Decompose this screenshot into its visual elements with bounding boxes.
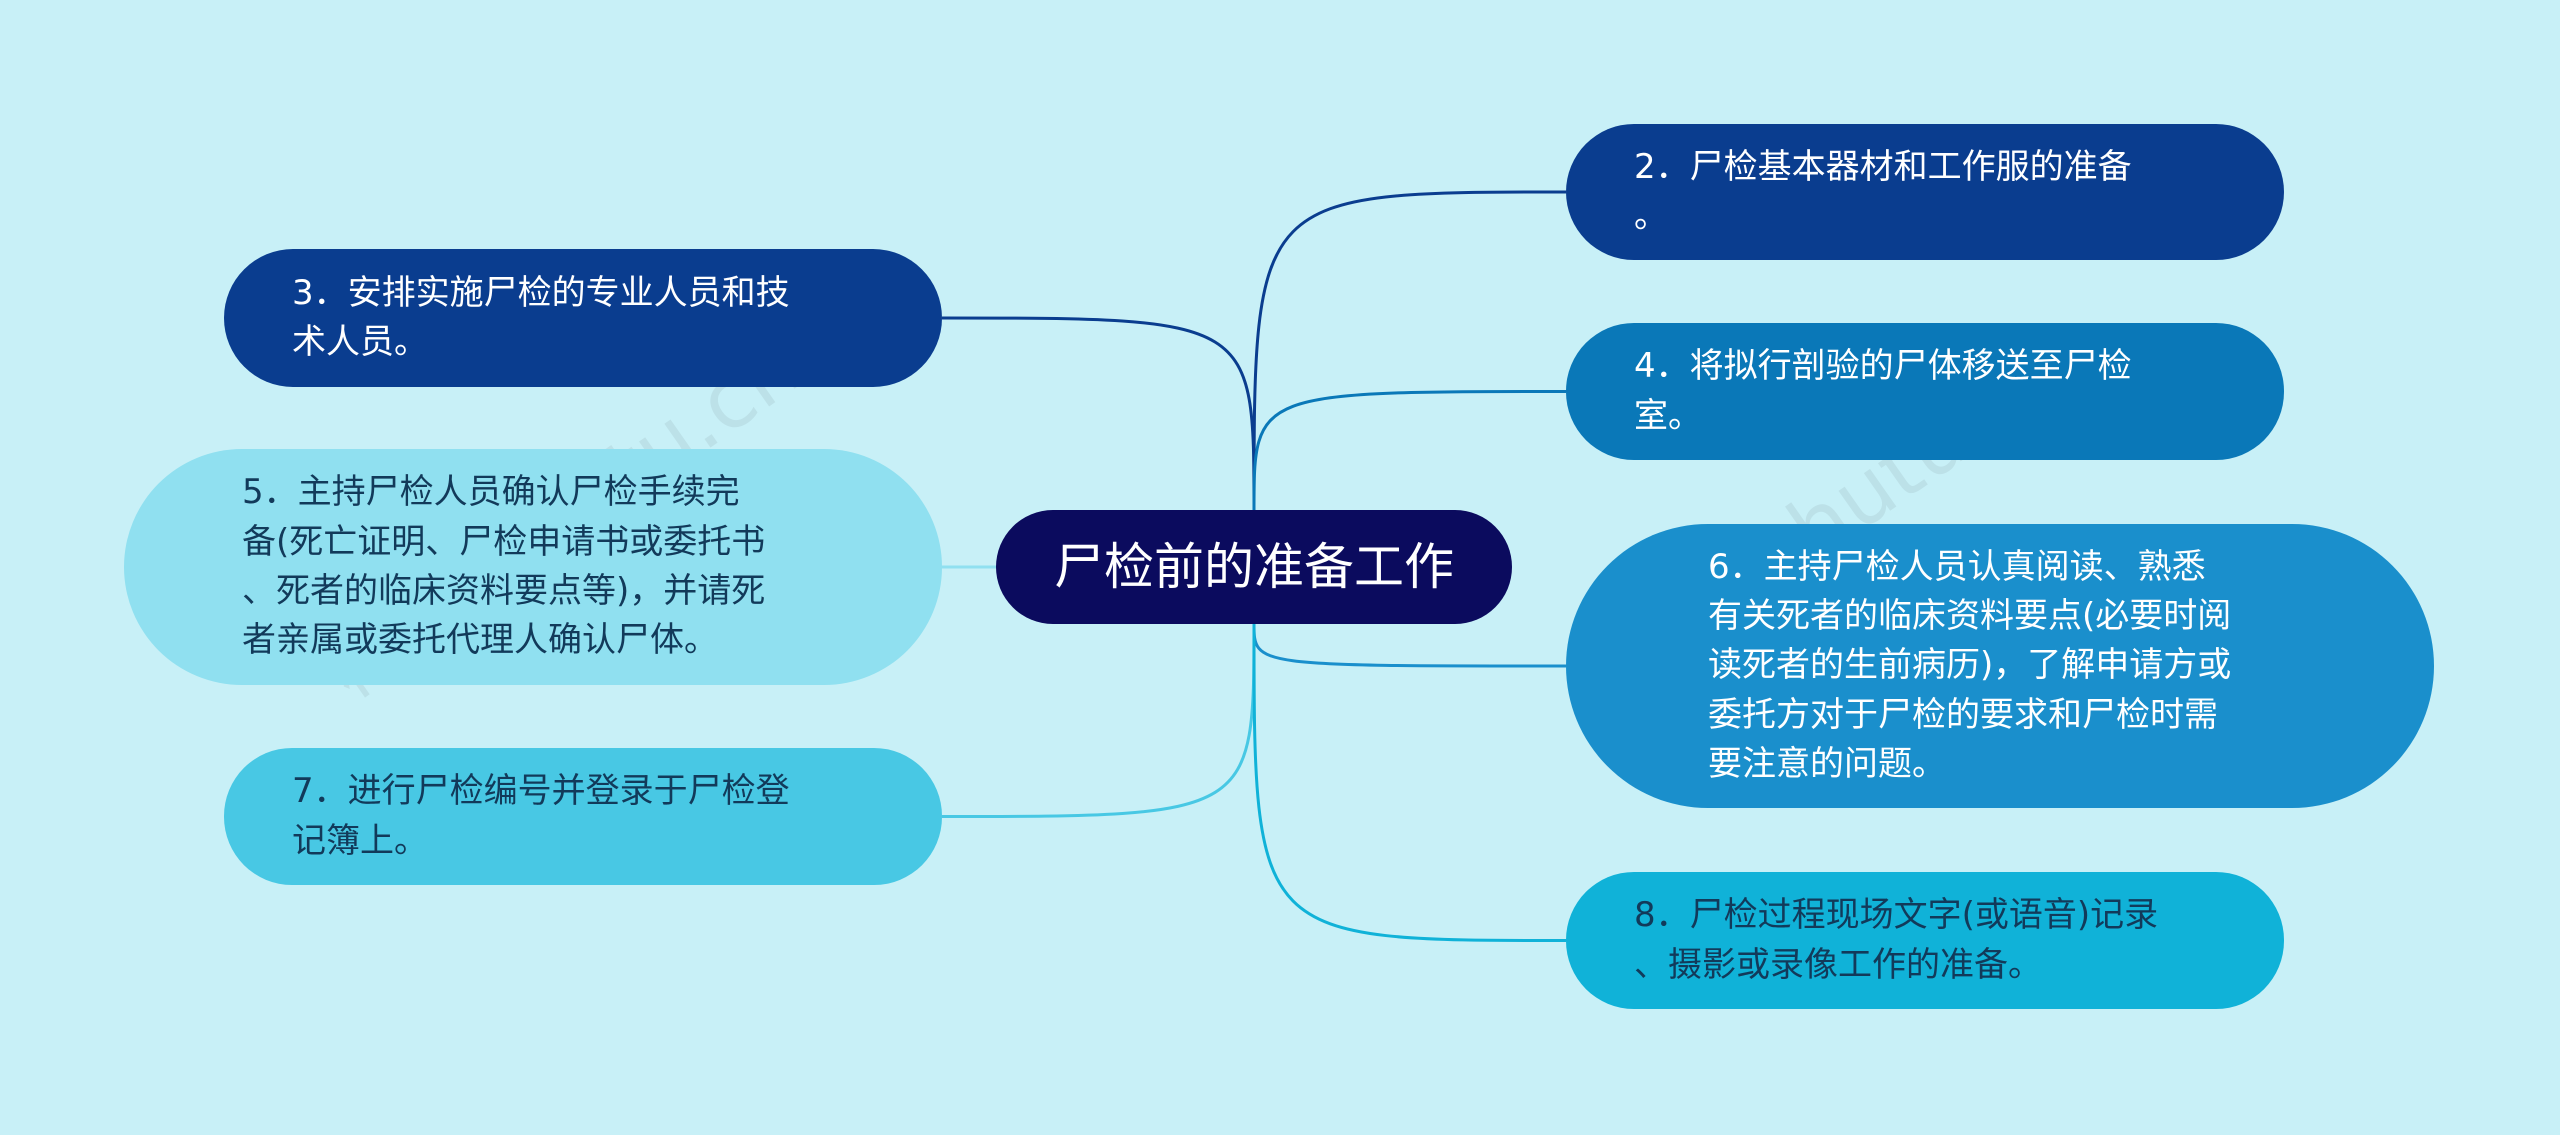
node-2-equipment[interactable]: 2．尸检基本器材和工作服的准备 。 [1566, 124, 2284, 260]
central-topic[interactable]: 尸检前的准备工作 [996, 510, 1512, 624]
node-8-label: 8．尸检过程现场文字(或语音)记录 、摄影或录像工作的准备。 [1634, 895, 2159, 985]
connector-node-4 [1252, 390, 1567, 511]
node-6-review-records[interactable]: 6．主持尸检人员认真阅读、熟悉 有关死者的临床资料要点(必要时阅 读死者的生前病… [1566, 524, 2434, 808]
node-5-confirm-procedures[interactable]: 5．主持尸检人员确认尸检手续完 备(死亡证明、尸检申请书或委托书 、死者的临床资… [124, 449, 942, 685]
node-7-numbering[interactable]: 7．进行尸检编号并登录于尸检登 记簿上。 [224, 748, 942, 885]
node-2-label: 2．尸检基本器材和工作服的准备 。 [1634, 146, 2132, 236]
node-4-transfer-body[interactable]: 4．将拟行剖验的尸体移送至尸检 室。 [1566, 323, 2284, 460]
node-3-label: 3．安排实施尸检的专业人员和技 术人员。 [292, 272, 790, 362]
node-3-staff[interactable]: 3．安排实施尸检的专业人员和技 术人员。 [224, 249, 942, 387]
node-8-recording[interactable]: 8．尸检过程现场文字(或语音)记录 、摄影或录像工作的准备。 [1566, 872, 2284, 1009]
connector-node-7 [941, 623, 1256, 818]
node-4-label: 4．将拟行剖验的尸体移送至尸检 室。 [1634, 346, 2132, 436]
node-5-label: 5．主持尸检人员确认尸检手续完 备(死亡证明、尸检申请书或委托书 、死者的临床资… [242, 472, 766, 661]
connector-node-3 [941, 316, 1256, 511]
node-7-label: 7．进行尸检编号并登录于尸检登 记簿上。 [292, 771, 790, 861]
connector-node-2 [1252, 190, 1567, 511]
central-topic-label: 尸检前的准备工作 [1054, 537, 1454, 596]
node-6-label: 6．主持尸检人员认真阅读、熟悉 有关死者的临床资料要点(必要时阅 读死者的生前病… [1708, 546, 2232, 784]
connector-node-8 [1252, 623, 1567, 942]
connector-node-6 [1252, 623, 1567, 668]
